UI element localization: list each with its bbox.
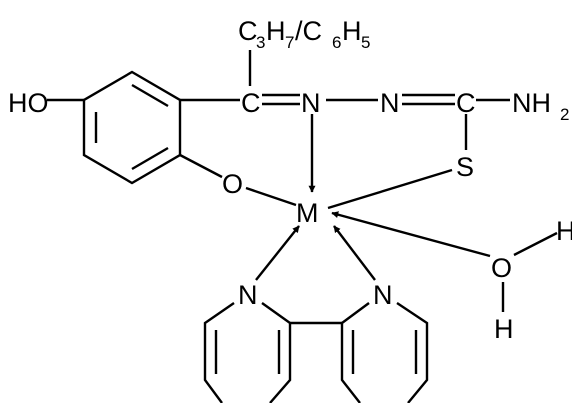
- bipy-right-m-arrow: [333, 225, 376, 281]
- imine-nitrogen-label: N: [301, 88, 321, 118]
- substituent-h2: H: [342, 16, 362, 46]
- hydrazine-nitrogen-label: N: [380, 88, 400, 118]
- bipy-left-ring: [203, 302, 292, 403]
- bipy-right-ring: [340, 302, 429, 403]
- substituent-label: C 3 H 7 /C 6 H 5: [238, 16, 370, 52]
- substituent-sub-7: 7: [285, 33, 294, 52]
- water-m-arrow: [331, 211, 491, 258]
- s-m-bond: [327, 168, 453, 210]
- substituent-sub-6: 6: [332, 33, 341, 52]
- water-h-top-label: H: [556, 216, 572, 246]
- thioamide-carbon-label: C: [456, 88, 476, 118]
- substituent-slash-c: /C: [295, 16, 322, 46]
- sulfur-label: S: [456, 152, 474, 182]
- substituent-sub-5: 5: [361, 33, 370, 52]
- bipy-nitrogen-right-label: N: [373, 280, 393, 310]
- ring-oxygen-bond: [179, 153, 223, 179]
- phenol-ring: [82, 70, 182, 185]
- substituent-sub-3: 3: [256, 33, 265, 52]
- phenolate-oxygen-label: O: [222, 169, 243, 199]
- bipy-nitrogen-left-label: N: [238, 280, 258, 310]
- imine-carbon-label: C: [241, 88, 261, 118]
- amine-label: NH: [512, 88, 551, 118]
- metal-label: M: [296, 198, 319, 228]
- substituent-c: C: [238, 16, 258, 46]
- water-h-bottom-label: H: [494, 314, 514, 344]
- amine-sub-2: 2: [560, 105, 569, 124]
- hydroxy-label: HO: [8, 88, 49, 118]
- o-m-bond: [245, 186, 297, 207]
- substituent-h: H: [266, 16, 286, 46]
- water-oh-top-bond: [513, 231, 558, 257]
- bipy-left-m-arrow: [255, 225, 300, 281]
- water-oxygen-label: O: [491, 253, 512, 283]
